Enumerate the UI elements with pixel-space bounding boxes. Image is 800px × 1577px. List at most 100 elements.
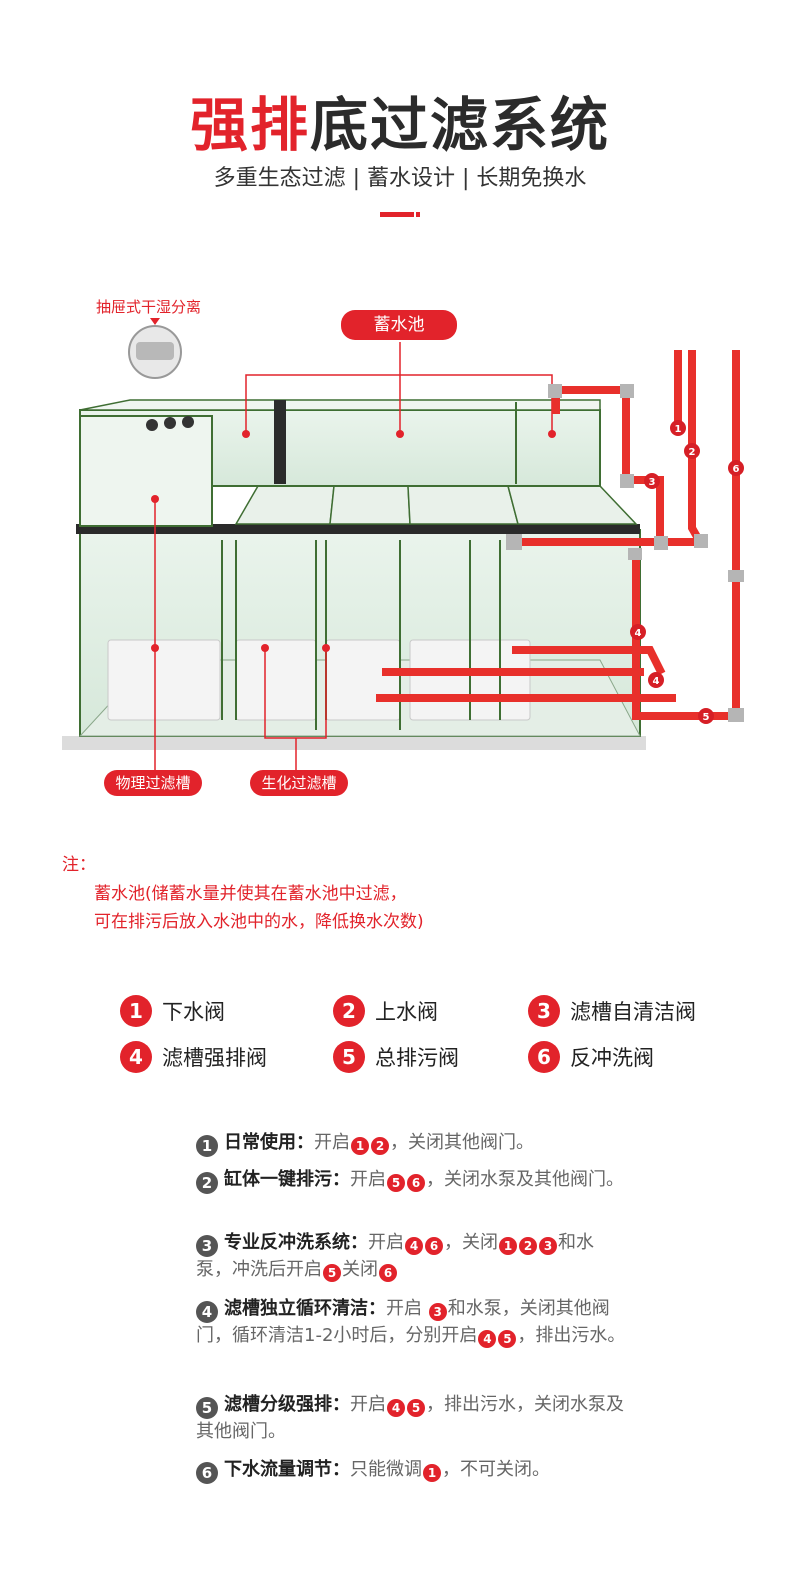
tank-rim [76, 524, 640, 534]
valve-dot: 2 [371, 1137, 389, 1155]
baffle [274, 400, 286, 484]
legend-item: 3 滤槽自清洁阀 [528, 995, 696, 1027]
valve-marker-1: 1 [670, 420, 686, 436]
top-lids [234, 485, 638, 525]
legend-item: 2 上水阀 [333, 995, 438, 1027]
legend-item: 1 下水阀 [120, 995, 225, 1027]
instruction-text: ，排出污水，关闭水泵及其他阀门。 [196, 1394, 624, 1442]
filter-diagram: 1 2 3 4 4 5 6 抽屉式干湿分离 蓄水池 物理过滤槽 生化过滤槽 [0, 270, 800, 810]
note-line-1: 蓄水池(储蓄水量并使其在蓄水池中过滤， [94, 884, 407, 904]
valve-dot: 1 [499, 1237, 517, 1255]
valve-dot: 3 [539, 1237, 557, 1255]
valve-dot: 2 [519, 1237, 537, 1255]
instruction-index: 1 [196, 1135, 218, 1157]
pipe-fittings [506, 384, 744, 722]
valve-dot: 5 [498, 1330, 517, 1348]
valve-marker-3: 3 [644, 473, 660, 489]
note-line-2: 可在排污后放入水池中的水，降低换水次数) [94, 912, 424, 932]
instruction-text: ，关闭 [444, 1232, 498, 1253]
legend-number: 2 [333, 995, 365, 1027]
legend-label: 上水阀 [375, 1000, 438, 1024]
title-underline [380, 212, 420, 217]
valve-dot: 4 [405, 1237, 423, 1255]
valve-dot: 1 [351, 1137, 369, 1155]
instruction-text: 开启 [386, 1298, 428, 1319]
instruction-text: 开启 [368, 1232, 404, 1253]
instruction-text: 和水泵，冲洗后开启 [196, 1232, 594, 1280]
svg-text:1: 1 [675, 424, 682, 435]
instruction-text: 开启 [314, 1132, 350, 1153]
legend-label: 总排污阀 [375, 1046, 459, 1070]
legend-number: 6 [528, 1041, 560, 1073]
valve-dot: 6 [407, 1174, 425, 1192]
instruction-head: 下水流量调节： [224, 1459, 350, 1480]
drawer-box [79, 415, 213, 527]
instruction-head: 滤槽分级强排： [224, 1394, 350, 1415]
valve-dot: 5 [387, 1174, 405, 1192]
valve-dot: 4 [478, 1330, 497, 1348]
drawer-label: 抽屉式干湿分离 [96, 298, 202, 316]
svg-text:5: 5 [703, 712, 710, 723]
title-red: 强排 [189, 91, 310, 159]
legend-label: 反冲洗阀 [570, 1046, 654, 1070]
legend-number: 1 [120, 995, 152, 1027]
valve-dot: 1 [423, 1464, 441, 1482]
valve-marker-6: 6 [728, 460, 744, 476]
instruction-head: 日常使用： [224, 1132, 314, 1153]
instruction-text: 关闭 [342, 1259, 378, 1280]
tank-illustration: 1 2 3 4 4 5 6 [62, 318, 744, 770]
page-subtitle: 多重生态过滤 | 蓄水设计 | 长期免换水 [213, 166, 587, 191]
instruction-index: 5 [196, 1397, 218, 1419]
instruction-index: 2 [196, 1172, 218, 1194]
legend-number: 5 [333, 1041, 365, 1073]
instruction-head: 滤槽独立循环清洁： [224, 1298, 386, 1319]
note-body: 蓄水池(储蓄水量并使其在蓄水池中过滤， 可在排污后放入水池中的水，降低换水次数) [94, 880, 424, 936]
physical-filter-label: 物理过滤槽 [104, 770, 202, 796]
legend-number: 3 [528, 995, 560, 1027]
callout-lines [154, 342, 553, 770]
legend-item: 5 总排污阀 [333, 1041, 459, 1073]
valve-marker-5: 5 [698, 708, 714, 724]
note-label: 注： [62, 855, 96, 875]
svg-text:4: 4 [635, 628, 642, 639]
legend-label: 下水阀 [162, 1000, 225, 1024]
instruction-index: 4 [196, 1301, 218, 1323]
drawer-knobs [146, 416, 194, 431]
instruction-text: ，关闭水泵及其他阀门。 [426, 1169, 624, 1190]
valve-dot: 6 [379, 1264, 397, 1282]
svg-text:6: 6 [733, 464, 740, 475]
instruction-text: ，排出污水。 [517, 1325, 626, 1346]
valve-dot: 6 [425, 1237, 443, 1255]
instruction-head: 专业反冲洗系统： [224, 1232, 368, 1253]
svg-text:4: 4 [653, 676, 660, 687]
instruction-index: 3 [196, 1235, 218, 1257]
instruction-text: ，关闭其他阀门。 [390, 1132, 534, 1153]
svg-text:2: 2 [689, 447, 696, 458]
title-dark: 底过滤系统 [310, 91, 611, 159]
valve-dot: 5 [323, 1264, 341, 1282]
instruction-text: 只能微调 [350, 1459, 422, 1480]
legend-number: 4 [120, 1041, 152, 1073]
legend-item: 4 滤槽强排阀 [120, 1041, 267, 1073]
valve-dot: 4 [387, 1399, 405, 1417]
legend-item: 6 反冲洗阀 [528, 1041, 654, 1073]
valve-dot: 3 [428, 1303, 447, 1321]
instruction-head: 缸体一键排污： [224, 1169, 350, 1190]
reservoir-label: 蓄水池 [341, 310, 457, 340]
valve-markers: 1 2 3 4 4 5 6 [630, 420, 744, 724]
svg-text:3: 3 [649, 477, 656, 488]
valve-marker-4a: 4 [630, 624, 646, 640]
instruction-text: 开启 [350, 1169, 386, 1190]
tank-base [62, 736, 646, 750]
instruction-index: 6 [196, 1462, 218, 1484]
page-title: 强排底过滤系统 [0, 78, 800, 162]
valve-dot: 5 [407, 1399, 425, 1417]
valve-marker-4b: 4 [648, 672, 664, 688]
instruction-text: ，不可关闭。 [442, 1459, 550, 1480]
